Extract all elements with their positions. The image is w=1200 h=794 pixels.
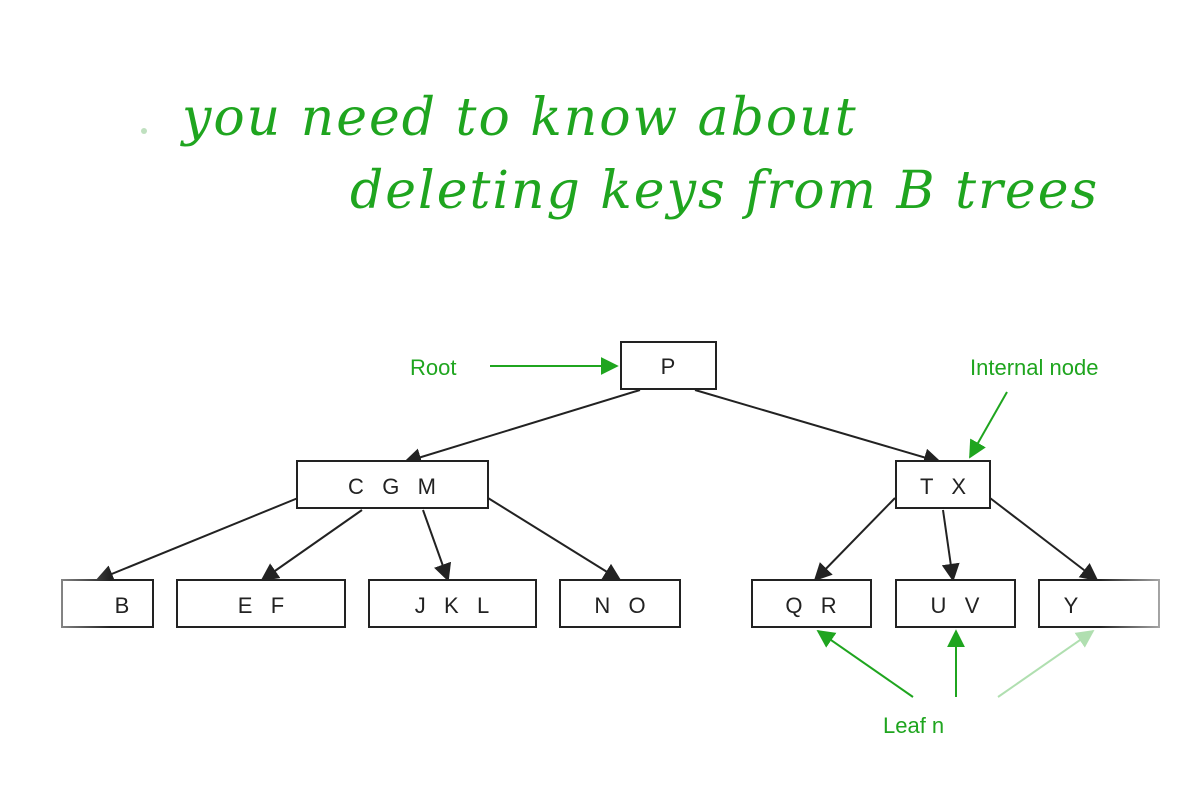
internal-node-tx-keys: T X <box>920 474 966 499</box>
edge-cgm-to-b <box>95 497 299 583</box>
headline-line-1: you need to know about <box>182 88 858 148</box>
leaf-label: Leaf n <box>883 713 944 738</box>
leaf-node-no: N O <box>559 579 681 628</box>
edge-cgm-to-ef <box>260 509 363 582</box>
edge-root-to-cgm <box>403 389 641 466</box>
leaf-node-qr-keys: Q R <box>785 593 836 618</box>
leaf-node-ef-keys: E F <box>238 593 284 618</box>
leaf-pointer-arrow-qr <box>816 629 914 698</box>
leaf-node-no-keys: N O <box>594 593 645 618</box>
leaf-node-jkl-keys: J K L <box>415 593 490 618</box>
internal-node-cgm: C G M <box>296 460 489 509</box>
leaf-pointer-arrow-y <box>997 629 1095 698</box>
leaf-node-qr: Q R <box>751 579 872 628</box>
leaf-node-uv-keys: U V <box>931 593 980 618</box>
leaf-node-uv: U V <box>895 579 1016 628</box>
edge-cgm-to-no <box>487 497 622 581</box>
edge-tx-to-y <box>989 497 1099 582</box>
leaf-label-fade-overlay <box>940 700 1060 750</box>
headline-line-2: deleting keys from B trees <box>350 161 1100 221</box>
leaf-node-y-keys: Y <box>1064 593 1079 618</box>
right-fade-overlay <box>1100 560 1200 680</box>
leaf-node-ef: E F <box>176 579 346 628</box>
internal-node-pointer-arrow <box>969 391 1008 459</box>
internal-node-cgm-keys: C G M <box>348 474 436 499</box>
root-node-keys: P <box>661 354 676 379</box>
leaf-node-b-keys: B <box>115 593 130 618</box>
root-node: P <box>620 341 717 390</box>
root-label: Root <box>410 355 456 380</box>
edge-root-to-tx <box>694 389 942 467</box>
internal-node-tx: T X <box>895 460 991 509</box>
edge-cgm-to-jkl <box>422 509 452 582</box>
left-fade-overlay <box>0 560 110 650</box>
edge-tx-to-qr <box>813 497 896 582</box>
edge-tx-to-uv <box>941 509 960 582</box>
leaf-node-jkl: J K L <box>368 579 537 628</box>
decorative-dot <box>141 128 147 134</box>
internal-node-label: Internal node <box>970 355 1098 380</box>
